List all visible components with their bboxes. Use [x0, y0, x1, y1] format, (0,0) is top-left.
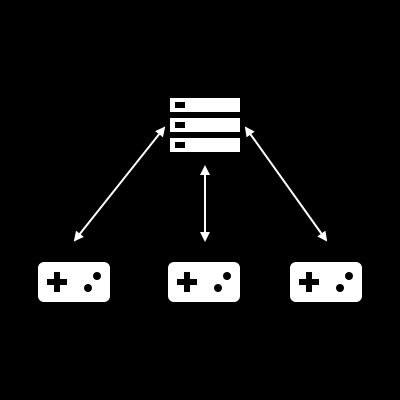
gamepad-icon	[290, 262, 362, 302]
server-unit-3	[170, 138, 240, 152]
server-unit-2	[170, 118, 240, 132]
gamepad-icon	[168, 262, 240, 302]
connection-arrow-right	[244, 126, 328, 242]
server-unit-1	[170, 98, 240, 112]
gamepad-icon	[38, 262, 110, 302]
connection-arrow-left	[73, 126, 166, 242]
server-rack-icon	[170, 98, 240, 152]
